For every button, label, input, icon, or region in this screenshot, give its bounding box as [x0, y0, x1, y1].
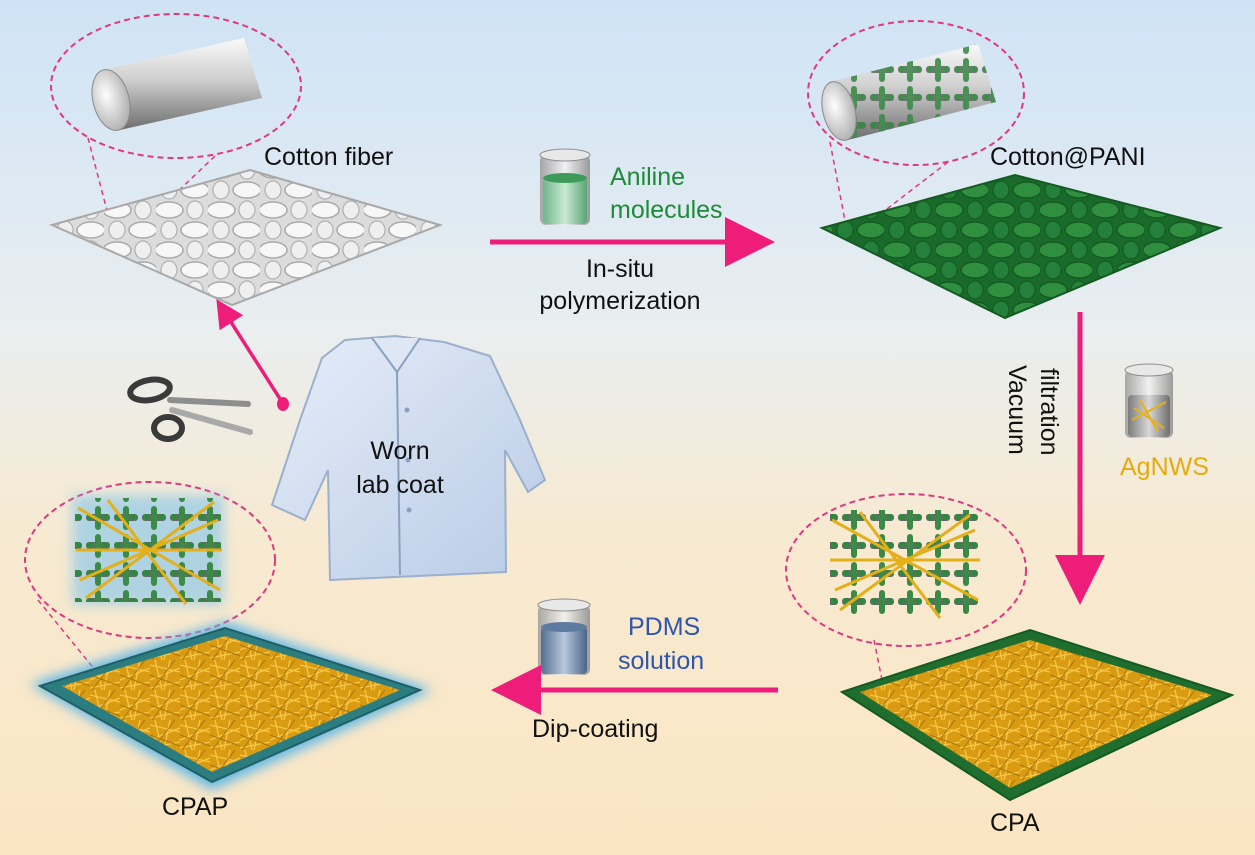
cotton-pani-zoom: [807, 20, 1025, 227]
label-cpap: CPAP: [162, 793, 229, 821]
label-cotton-fiber: Cotton fiber: [264, 143, 394, 171]
cpa-zoom: [785, 493, 1027, 701]
lab-coat-icon: [270, 334, 547, 582]
label-aniline-2: molecules: [610, 196, 723, 224]
cotton-pani-fabric: [819, 173, 1224, 320]
cotton-fiber-zoom: [50, 13, 302, 223]
label-dip-coating: Dip-coating: [532, 715, 659, 743]
label-agnws: AgNWS: [1120, 453, 1209, 481]
label-cpa: CPA: [990, 809, 1040, 837]
label-pdms-1: PDMS: [628, 613, 701, 641]
label-pdms-2: solution: [618, 647, 705, 675]
coat-pointer-dot: [277, 397, 289, 411]
beaker-agnws-icon: [1124, 363, 1174, 438]
beaker-icon: [539, 148, 591, 225]
label-lab-coat: lab coat: [356, 471, 444, 499]
coat-to-fabric-arrow: [216, 299, 284, 403]
label-insitu-1: In-situ: [585, 255, 655, 283]
cpap-fabric: [30, 622, 432, 790]
label-insitu-2: polymerization: [539, 287, 701, 315]
label-aniline-1: Aniline: [610, 163, 686, 191]
label-worn: Worn: [370, 437, 430, 465]
label-filtration: filtration: [1035, 368, 1063, 456]
label-cotton-pani: Cotton@PANI: [990, 143, 1146, 171]
label-vacuum: Vacuum: [1003, 365, 1031, 455]
cotton-fabric: [49, 168, 444, 307]
cpap-zoom: [24, 481, 276, 681]
beaker-pdms-icon: [537, 598, 591, 675]
scissors-icon: [127, 376, 253, 442]
cpa-fabric: [839, 628, 1235, 802]
